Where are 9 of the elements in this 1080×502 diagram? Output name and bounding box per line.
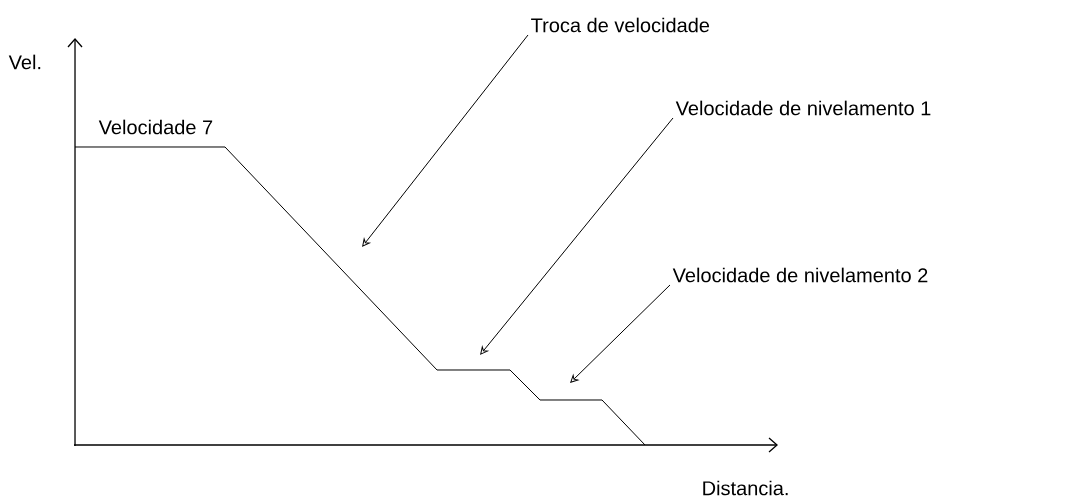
leader-arrow <box>362 34 529 247</box>
speed-label: Velocidade 7 <box>98 119 213 135</box>
axis-label: Vel. <box>8 54 41 70</box>
leader-arrow <box>480 117 674 355</box>
callout-text: Velocidade de nivelamento 1 <box>675 100 931 116</box>
axis-label: Distancia. <box>703 480 788 496</box>
callout-text: Troca de velocidade <box>531 17 710 33</box>
leader-arrow <box>570 284 671 383</box>
callout-text: Velocidade de nivelamento 2 <box>672 267 928 283</box>
